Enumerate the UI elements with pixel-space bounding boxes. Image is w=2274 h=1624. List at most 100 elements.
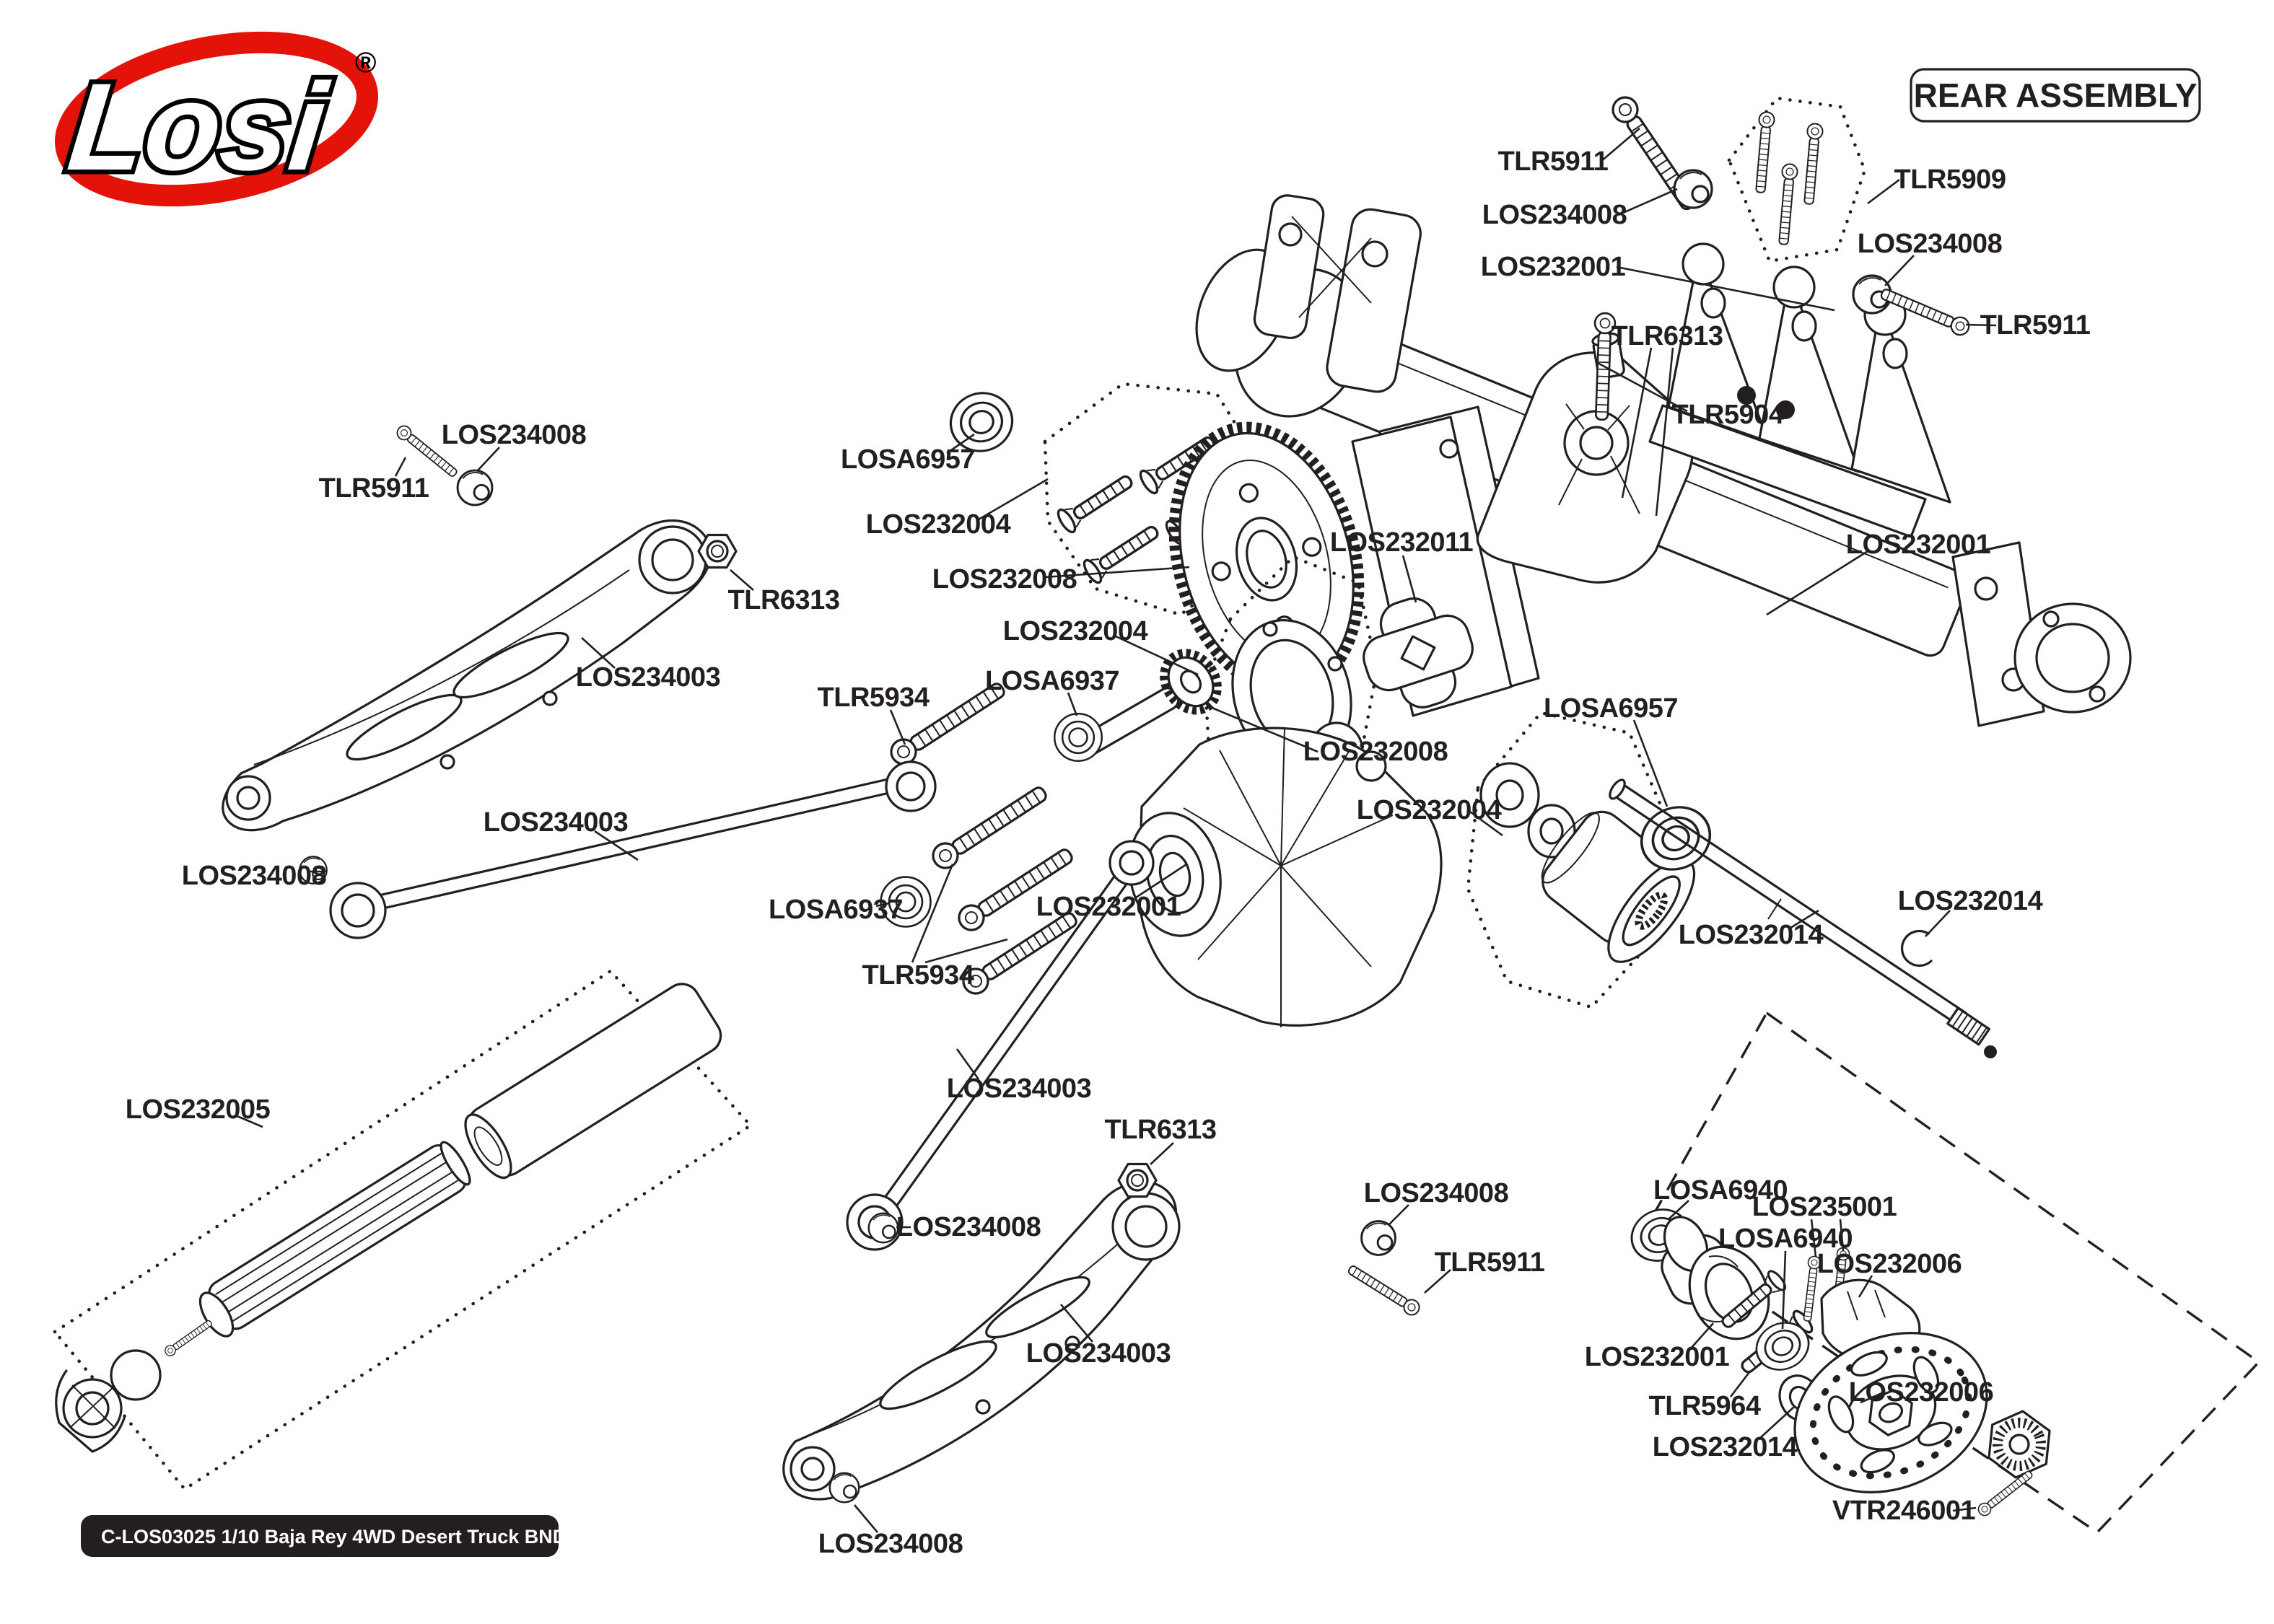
logo-swoosh-icon	[55, 31, 378, 207]
case-hardware	[880, 676, 1103, 1000]
leader-line	[1925, 910, 1951, 937]
part-number-label: LOS232001	[1036, 892, 1181, 922]
leader-line	[946, 433, 975, 455]
leader-line	[1135, 863, 1187, 899]
losi-logo: Losi ®	[55, 31, 378, 207]
leader-line	[1424, 1269, 1451, 1294]
leader-line	[1467, 809, 1503, 837]
part-number-label: LOS232006	[1849, 1377, 1993, 1408]
leader-line	[1668, 1200, 1689, 1220]
part-number-label: LOS232014	[1898, 886, 2043, 916]
set-screw	[162, 1317, 214, 1359]
callout-los232001-8: LOS232001	[1766, 530, 1991, 616]
gasket-set-outline	[1203, 555, 1379, 839]
part-number-label: TLR5911	[1980, 310, 2091, 341]
callout-los232006-45: LOS232006	[1849, 1377, 1994, 1408]
title-box: REAR ASSEMBLY	[1910, 68, 2201, 123]
leader-line	[1860, 1391, 1884, 1404]
leader-line	[1150, 1142, 1174, 1165]
leader-line	[1884, 255, 1915, 286]
callout-los232014-23: LOS232014	[1898, 886, 2043, 937]
leader-line	[1952, 1506, 1977, 1512]
leader-line	[477, 447, 500, 471]
part-number-label: LOSA6957	[841, 444, 975, 475]
leader-line	[730, 569, 754, 591]
callout-losa6937-14: LOSA6937	[985, 666, 1120, 716]
pivot-ball	[867, 1212, 899, 1244]
leader-line	[1115, 635, 1199, 676]
logo-wordmark: Losi	[62, 57, 334, 196]
hub-brake-cluster	[1622, 1199, 2051, 1519]
part-number-label: LOS232014	[1653, 1432, 1798, 1462]
page-title: REAR ASSEMBLY	[1914, 76, 2198, 114]
callout-los234008-33: LOS234008	[896, 1212, 1041, 1242]
callout-los232001-42: LOS232001	[1585, 1322, 1730, 1372]
part-number-label: TLR5911	[1435, 1247, 1545, 1278]
part-number-label: LOSA6940	[1653, 1175, 1788, 1206]
trailing-arm-lower	[782, 1180, 1181, 1501]
callout-los232004-20: LOS232004	[1357, 795, 1503, 837]
callout-los234003-25: LOS234003	[576, 637, 721, 693]
part-number-label: TLR5911	[319, 473, 429, 504]
callout-tlr6313-4: TLR6313	[1612, 321, 1723, 517]
diff-spider	[1363, 597, 1474, 708]
callout-los232008-15: LOS232008	[1206, 704, 1448, 767]
callout-los232001-2: LOS232001	[1481, 252, 1835, 312]
callout-tlr5911-36: TLR5911	[1424, 1247, 1545, 1294]
axle-tube-flange	[1951, 541, 2132, 727]
diff-gear-set	[942, 382, 1722, 1009]
part-number-label: LOS234008	[1482, 200, 1627, 230]
housing-left-plates	[1253, 194, 1422, 393]
callout-losa6957-9: LOSA6957	[841, 433, 976, 475]
part-number-label: LOS232014	[1679, 920, 1824, 950]
diff-case	[1128, 727, 1443, 1027]
part-number-label: LOS234003	[1026, 1338, 1171, 1369]
callout-los232001-19: LOS232001	[1036, 863, 1187, 922]
callout-tlr5964-43: TLR5964	[1649, 1371, 1761, 1421]
u-joint	[55, 1349, 162, 1453]
callout-vtr246001-46: VTR246001	[1832, 1496, 1977, 1526]
locknut-tlr6313	[1117, 1162, 1158, 1198]
leader-line	[875, 902, 890, 908]
part-number-label: LOS234008	[1858, 229, 2002, 259]
part-number-label: LOS234008	[896, 1212, 1041, 1242]
part-number-label: TLR5911	[1498, 146, 1609, 177]
outdrive-set-outline	[1466, 711, 1668, 1009]
part-number-label: LOS232001	[1585, 1342, 1730, 1372]
part-number-label: LOS232001	[1846, 530, 1991, 560]
part-number-label: LOSA6957	[1544, 693, 1678, 724]
leader-line	[581, 637, 616, 669]
leader-line	[1655, 347, 1674, 517]
part-number-label: LOS232006	[1817, 1249, 1962, 1279]
part-number-label: LOS234003	[576, 662, 720, 693]
callout-los234003-31: LOS234003	[947, 1048, 1092, 1104]
serrated-wheel-nut	[1987, 1410, 2051, 1479]
callout-los232014-22: LOS232014	[1679, 909, 1824, 950]
leader-line	[1781, 1250, 1787, 1330]
callout-los234008-35: LOS234008	[1364, 1178, 1509, 1226]
callout-tlr5934-17: TLR5934	[818, 682, 930, 745]
trailing-arm-upper	[222, 519, 712, 832]
pivot-ball	[1360, 1220, 1396, 1256]
part-number-label: LOS232011	[1330, 527, 1474, 558]
screw-vtr246001	[1975, 1467, 2036, 1519]
leader-line	[955, 1048, 980, 1080]
leader-line	[1766, 550, 1868, 616]
part-labels: TLR5911LOS234008LOS232001TLR5909TLR6313T…	[126, 128, 2091, 1559]
part-number-label: LOS234003	[947, 1074, 1091, 1104]
part-number-label: TLR6313	[728, 585, 840, 615]
locknut-tlr6313	[697, 533, 738, 569]
callout-losa6940-40: LOSA6940	[1718, 1224, 1853, 1330]
rear-hub	[1661, 1216, 1770, 1340]
leader-line	[1839, 1219, 1845, 1252]
part-number-label: TLR6313	[1105, 1115, 1217, 1145]
callout-los232004-10: LOS232004	[866, 478, 1049, 540]
flat-screw	[1080, 518, 1165, 587]
leader-line	[1388, 1204, 1409, 1226]
brake-disc	[1793, 1332, 1988, 1493]
callout-tlr5904-5: TLR5904	[1596, 361, 1784, 430]
screw-tlr5909	[1752, 110, 1776, 194]
pivot-ball	[1673, 169, 1713, 209]
part-number-label: TLR5934	[862, 960, 974, 991]
leader-line	[1810, 1219, 1817, 1257]
